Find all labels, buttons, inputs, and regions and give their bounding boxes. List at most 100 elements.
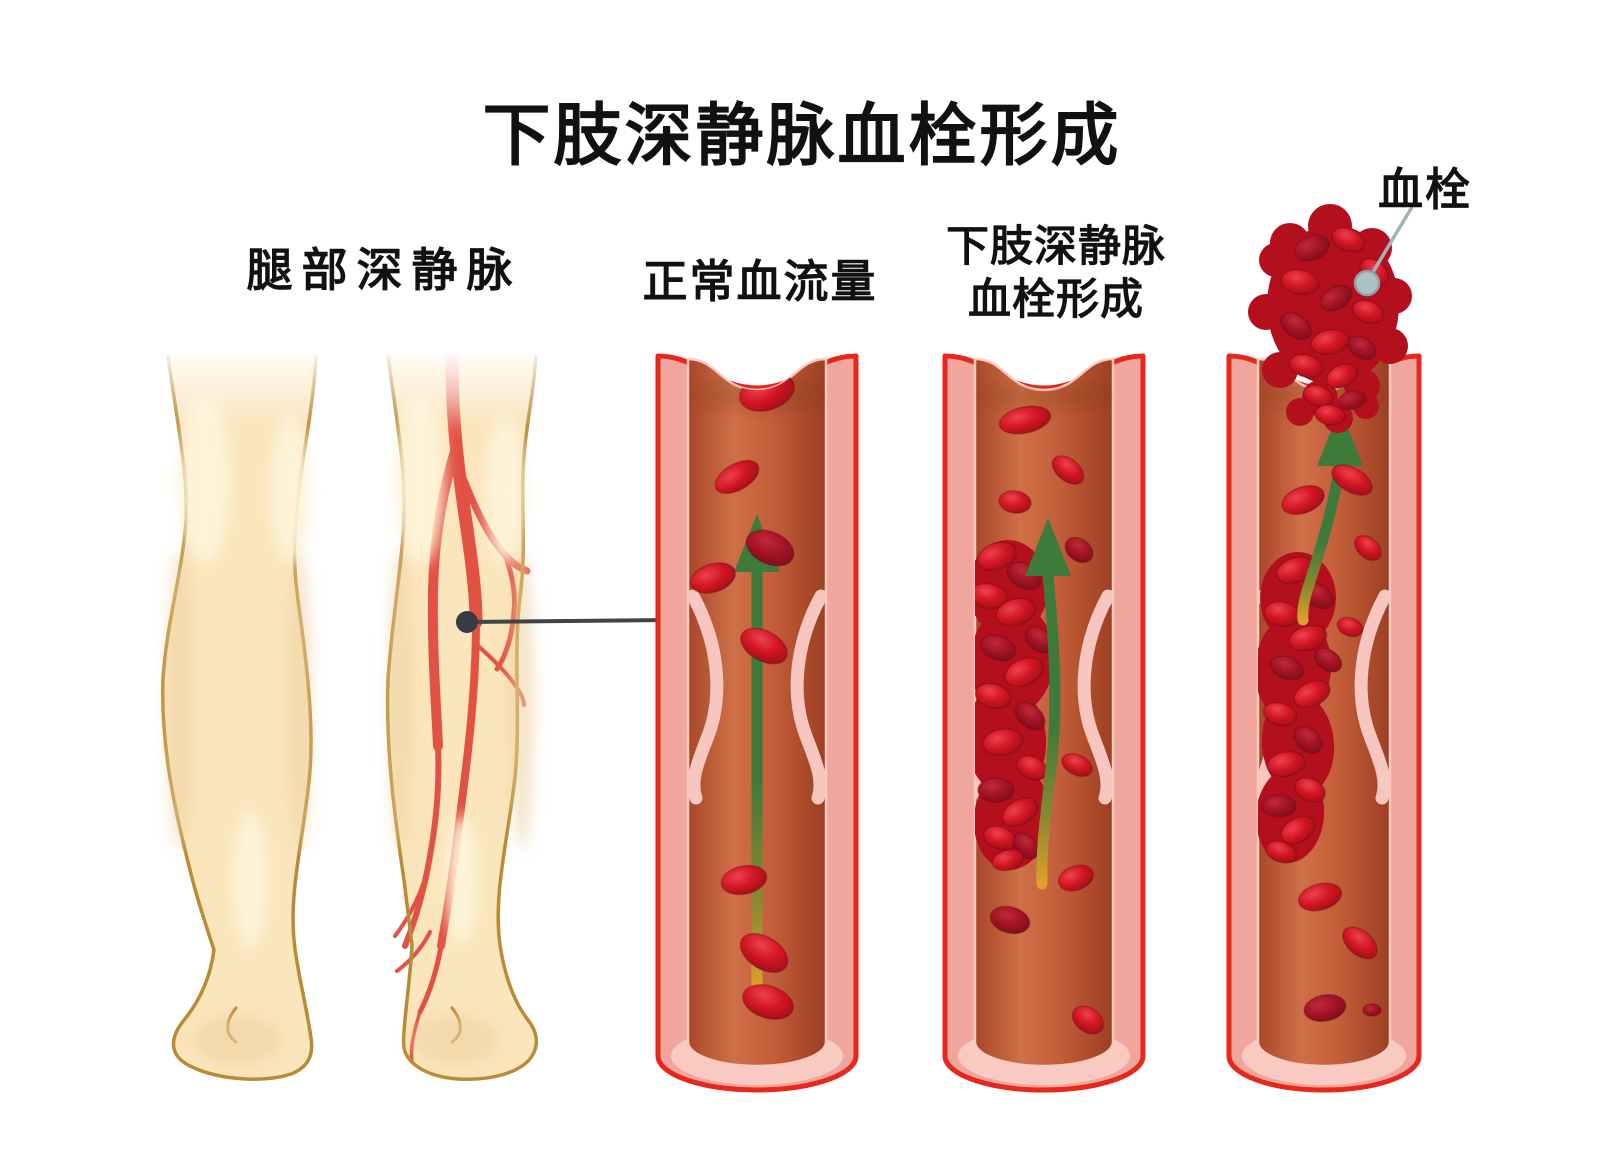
red-blood-cell	[1354, 534, 1382, 562]
clot-red-blood-cell	[1001, 797, 1039, 827]
label-thrombus: 血栓	[1377, 164, 1473, 215]
red-blood-cell	[1071, 1005, 1105, 1035]
thrombus-red-blood-cell	[1347, 335, 1377, 361]
clot-red-blood-cell	[1280, 815, 1316, 845]
red-blood-cell	[1331, 464, 1373, 496]
vessel-contents	[1258, 382, 1390, 1023]
clot-red-blood-cell	[995, 597, 1037, 627]
blood-flow-arrow-shaft	[1297, 458, 1346, 626]
clot-red-blood-cell	[1293, 725, 1323, 755]
venous-valve	[1077, 589, 1113, 805]
red-blood-cell	[689, 562, 737, 594]
clot-red-blood-cell	[1262, 701, 1298, 727]
legs-illustration	[148, 348, 550, 1082]
thrombus-red-blood-cell	[1331, 226, 1365, 254]
thrombus-ball-bump	[1372, 328, 1408, 364]
leg-shadow	[411, 1016, 499, 1064]
leg-shadow	[167, 550, 193, 850]
leg-shading	[167, 395, 534, 1064]
red-blood-cell	[998, 490, 1032, 514]
vessel-contents	[688, 372, 826, 1020]
thrombus-pointer-dot	[1353, 269, 1381, 297]
thrombus-ball-bump	[1248, 294, 1284, 330]
lumen-top-shade	[979, 382, 1109, 410]
thrombus-embolus	[1248, 204, 1412, 433]
leg-highlight	[485, 415, 525, 565]
red-blood-cell	[1342, 926, 1378, 960]
thrombus-pointer-line	[1365, 206, 1414, 283]
thrombus-ball-bump	[1376, 278, 1412, 314]
leg-top-fade	[148, 348, 550, 428]
thrombus-ball-bump	[1262, 352, 1298, 388]
leg-vein	[393, 870, 429, 938]
red-blood-cell	[739, 932, 789, 974]
label-normal-flow: 正常血流量	[642, 256, 878, 307]
blood-flow-arrow-head	[1317, 408, 1363, 466]
thrombus-red-blood-cell	[1279, 311, 1313, 341]
thrombus-pointer	[1353, 206, 1414, 297]
clot-red-blood-cell	[1004, 656, 1044, 688]
leg-vein	[395, 930, 432, 973]
leg-highlight	[270, 415, 310, 565]
red-blood-cell	[720, 864, 768, 896]
clot-red-blood-cell	[1269, 655, 1305, 681]
leg-shadow	[193, 1016, 281, 1064]
clot-red-blood-cell	[976, 541, 1018, 571]
vessel-cross-sections	[655, 353, 1422, 1093]
clot-red-blood-cell	[1313, 647, 1343, 673]
label-dvt-line2: 血栓形成	[968, 276, 1144, 324]
leg-vein	[417, 943, 444, 1015]
leg-highlight	[179, 395, 231, 565]
venous-valve	[790, 589, 826, 805]
thrombus-red-blood-cell	[1351, 299, 1385, 325]
clot-red-blood-cell	[979, 634, 1017, 662]
label-dvt: 下肢深静脉 血栓形成	[906, 221, 1206, 327]
vessel-contents	[975, 382, 1113, 1035]
leg-shadow	[389, 550, 411, 850]
page-title: 下肢深静脉血栓形成	[482, 98, 1122, 174]
thrombus-ball-bump	[1286, 398, 1314, 426]
thrombus-red-blood-cell	[1280, 268, 1320, 296]
leg-highlight	[396, 395, 444, 565]
red-blood-cell	[1281, 484, 1325, 516]
clot-red-blood-cell	[1294, 777, 1326, 803]
red-blood-cell	[1061, 752, 1093, 778]
red-blood-cell	[998, 405, 1052, 435]
clot-red-blood-cell	[977, 777, 1015, 803]
venous-valve	[1354, 589, 1390, 805]
red-blood-cell	[1064, 536, 1094, 564]
red-blood-cell	[1057, 864, 1095, 892]
thrombus-red-blood-cell	[1293, 234, 1331, 262]
venous-valve	[688, 589, 724, 805]
thrombus-red-blood-cell	[1319, 284, 1353, 312]
thrombus-red-blood-cell	[1337, 389, 1367, 411]
clot-red-blood-cell	[1264, 840, 1298, 864]
red-blood-cell	[1051, 455, 1085, 485]
red-blood-cell	[745, 529, 795, 567]
leg-vein	[427, 443, 461, 751]
red-blood-cell	[1303, 993, 1347, 1023]
thrombus-red-blood-cell	[1302, 384, 1334, 408]
vessel-dvt	[942, 353, 1146, 1093]
clot-red-blood-cell	[1293, 679, 1331, 709]
blood-flow-arrow-shaft	[1036, 568, 1061, 890]
vessel-normal-flow	[655, 353, 859, 1093]
clot-red-blood-cell	[1261, 794, 1297, 818]
red-blood-cell	[1297, 882, 1343, 912]
label-leg-deep-vein: 腿部深静脉	[246, 244, 522, 296]
clot-red-blood-cell	[975, 582, 1009, 610]
vein-callout	[456, 611, 673, 633]
clot-red-blood-cell	[1288, 624, 1328, 652]
clot-red-blood-cell	[991, 848, 1025, 872]
leg-vein	[402, 743, 442, 949]
clot-red-blood-cell	[1266, 750, 1306, 778]
vessel-embolism	[1226, 353, 1422, 1093]
red-blood-cell	[989, 905, 1031, 935]
thrombus-ball-bump	[1259, 243, 1293, 277]
red-blood-cell	[742, 984, 794, 1020]
blood-flow-arrow-head	[1025, 518, 1071, 576]
leg-shadow	[510, 550, 534, 850]
clot-red-blood-cell	[982, 727, 1024, 757]
